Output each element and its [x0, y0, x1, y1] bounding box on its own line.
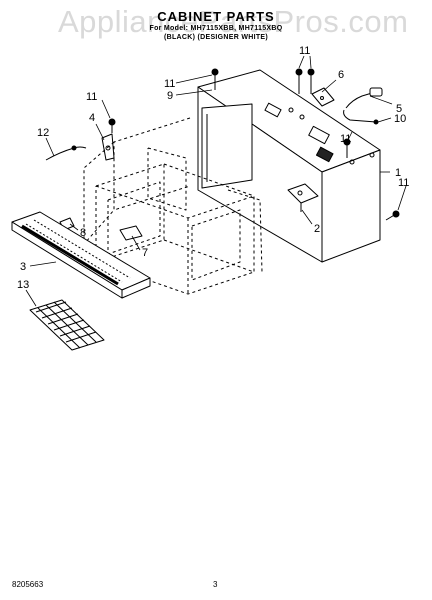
callout-5: 5 [396, 103, 402, 115]
callout-2: 2 [314, 223, 320, 235]
thermal-cutout-part [343, 87, 383, 125]
callout-11-left: 11 [86, 91, 97, 103]
vent-grille-part [11, 211, 151, 299]
inner-bracket-part [119, 225, 143, 241]
callout-11-middle: 11 [340, 133, 351, 145]
model-line: For Model: MH7115XBB, MH7115XBQ [149, 25, 283, 32]
page-number: 3 [213, 580, 218, 589]
mount-bracket-part [311, 87, 335, 107]
diagram-title: CABINET PARTS [157, 9, 275, 24]
wire-harness-part [45, 145, 87, 161]
callout-labels: 1 2 3 4 5 6 7 8 9 10 11 11 11 11 11 12 1… [17, 45, 409, 291]
grease-filter-part [29, 299, 105, 351]
callout-11-right: 11 [398, 177, 409, 189]
callout-13: 13 [17, 279, 29, 291]
color-line: (BLACK) (DESIGNER WHITE) [163, 34, 269, 41]
watermark-text: AppliancePartsPros.com [58, 4, 409, 39]
callout-6: 6 [338, 69, 344, 81]
callout-11-top: 11 [299, 45, 310, 57]
callout-4: 4 [89, 112, 95, 124]
callout-leaders [25, 55, 407, 307]
callout-9: 9 [167, 90, 173, 102]
callout-8: 8 [80, 227, 86, 239]
document-number: 8205663 [12, 580, 44, 589]
callout-12: 12 [37, 127, 49, 139]
callout-1: 1 [395, 167, 401, 179]
callout-7: 7 [142, 247, 148, 259]
outer-cabinet-part [197, 69, 381, 263]
screw-part [108, 68, 400, 221]
callout-3: 3 [20, 261, 26, 273]
hinge-bracket-part [287, 183, 319, 212]
callout-10: 10 [394, 113, 406, 125]
callout-11-top-left: 11 [164, 78, 175, 90]
